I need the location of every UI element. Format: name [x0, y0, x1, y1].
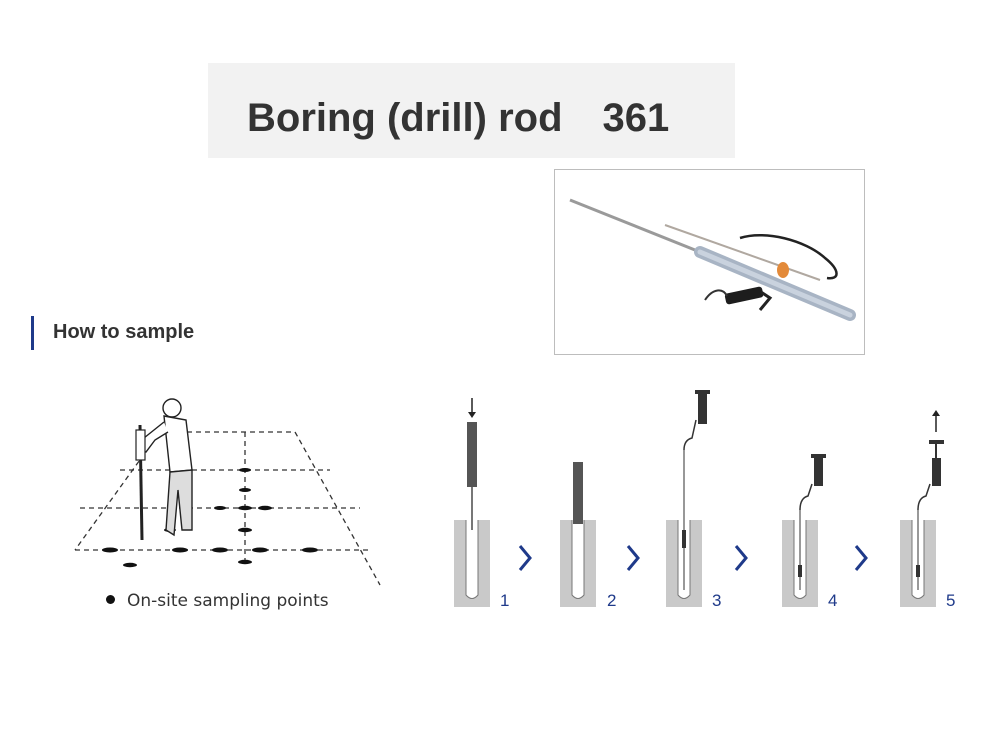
legend-label: On-site sampling points	[127, 591, 329, 611]
step-2	[560, 462, 596, 607]
chevron-right-icon	[854, 545, 868, 571]
chevron-right-icon	[518, 545, 532, 571]
steps-illustration: 1 2 3	[454, 390, 955, 610]
chevron-right-icon	[626, 545, 640, 571]
field-sampling-illustration	[74, 398, 381, 586]
step-5	[900, 410, 944, 607]
suction-tube	[739, 234, 838, 280]
step-number-2: 2	[607, 591, 616, 610]
chevron-right-icon	[734, 545, 748, 571]
stopper	[777, 262, 789, 278]
step-4	[782, 454, 826, 607]
title-banner: Boring (drill) rod 361	[208, 63, 735, 158]
page-title: Boring (drill) rod 361	[247, 96, 670, 140]
sampling-scene	[60, 390, 400, 590]
sampling-steps: 1 2 3	[440, 380, 980, 615]
section-header: How to sample	[31, 316, 194, 350]
legend: On-site sampling points	[106, 591, 329, 611]
step-1	[454, 398, 490, 607]
step-number-4: 4	[828, 591, 837, 610]
product-photo	[554, 169, 865, 355]
section-title: How to sample	[53, 321, 195, 343]
hand-pump	[724, 286, 764, 305]
step-number-1: 1	[500, 591, 509, 610]
step-number-3: 3	[712, 591, 721, 610]
bullet-dot-icon	[106, 594, 115, 604]
step-3	[666, 390, 710, 607]
inner-rod	[664, 224, 821, 281]
step-number-5: 5	[946, 591, 955, 610]
thin-rod	[569, 198, 716, 260]
boring-rod-photo	[569, 198, 856, 321]
